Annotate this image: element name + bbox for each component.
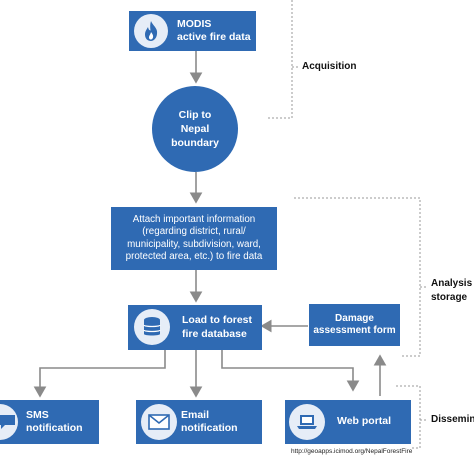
damage-line1: Damage	[335, 312, 374, 324]
damage-assessment-node: Damage assessment form	[309, 304, 400, 346]
attach-info-node: Attach important information (regarding …	[111, 207, 277, 270]
sms-line1: SMS	[26, 408, 49, 421]
bracket-dissemination	[396, 385, 421, 449]
email-line2: notification	[181, 422, 238, 434]
attach-line2: (regarding district, rural/	[142, 226, 246, 238]
load-line2: fire database	[182, 327, 247, 340]
attach-line4: protected area, etc.) to fire data	[125, 250, 263, 262]
clip-line1: Clip to	[178, 108, 212, 121]
email-line1: Email	[181, 408, 210, 421]
phase-analysis-label: Analysis storage	[431, 277, 472, 304]
phase-acquisition-label: Acquisition	[302, 61, 357, 72]
phase-dissemination-label: Dissemin	[431, 414, 474, 425]
phase-analysis-line1: Analysis	[431, 278, 473, 289]
clip-line2: Nepal	[180, 122, 210, 135]
chat-icon	[0, 404, 18, 440]
web-portal-url: http://geoapps.icimod.org/NepalForestFir…	[291, 448, 413, 455]
attach-line3: municipality, subdivision, ward,	[127, 238, 261, 250]
arrow-load-to-web	[221, 350, 360, 392]
modis-title: MODIS	[177, 17, 212, 30]
web-portal-label: Web portal	[337, 415, 392, 428]
bracket-acquisition	[268, 0, 293, 119]
bracket-analysis	[294, 197, 421, 357]
envelope-icon	[141, 404, 177, 440]
arrow-load-to-sms	[33, 350, 166, 398]
database-icon	[134, 309, 170, 345]
clip-line3: boundary	[171, 137, 219, 150]
attach-line1: Attach important information	[132, 214, 256, 226]
fire-icon	[134, 14, 168, 48]
phase-analysis-line2: storage	[431, 291, 468, 303]
load-line1: Load to forest	[182, 314, 252, 327]
clip-node: Clip to Nepal boundary	[152, 86, 238, 172]
modis-subtitle: active fire data	[177, 31, 251, 43]
laptop-icon	[289, 404, 325, 440]
sms-line2: notification	[26, 422, 83, 434]
damage-line2: assessment form	[313, 325, 396, 336]
email-notification-node: Email notification	[136, 400, 262, 444]
